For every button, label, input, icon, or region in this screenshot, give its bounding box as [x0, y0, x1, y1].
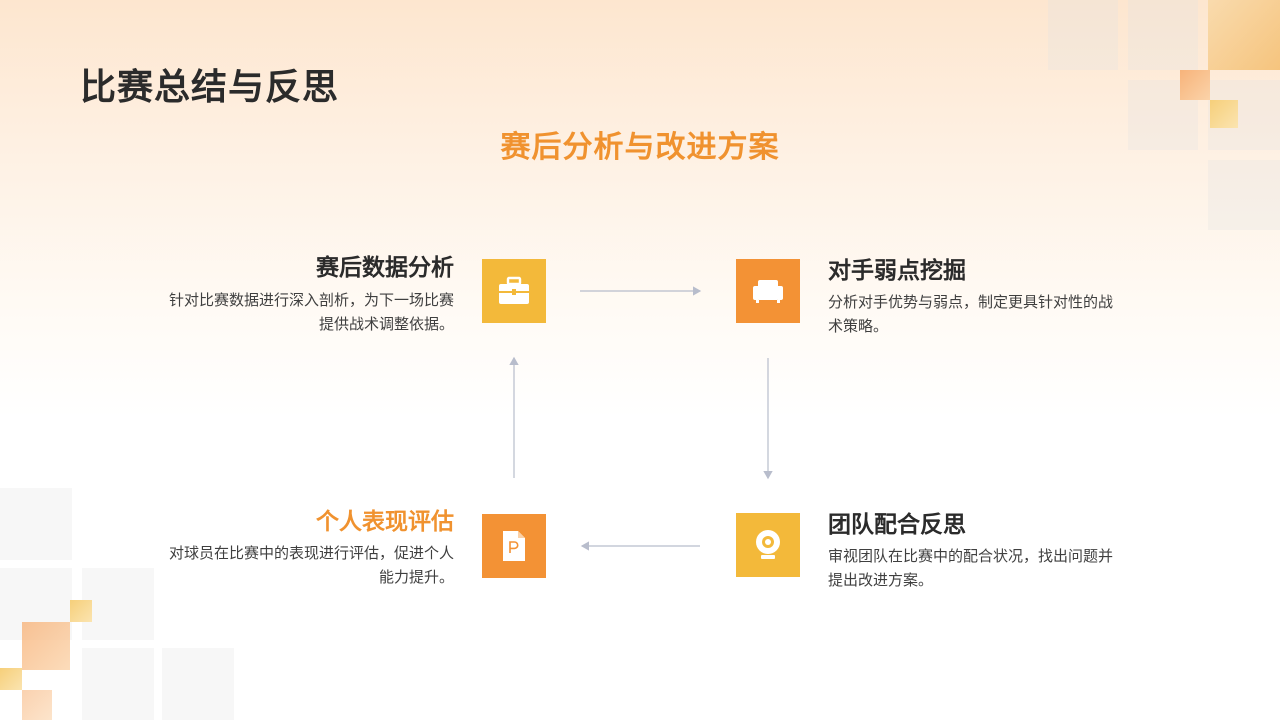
step-box-personal-evaluation	[482, 514, 546, 578]
decor-tile	[1180, 70, 1210, 100]
step-desc-team-reflection: 审视团队在比赛中的配合状况，找出问题并 提出改进方案。	[828, 544, 1113, 592]
step-title-team-reflection: 团队配合反思	[828, 512, 966, 538]
decor-tile	[1048, 0, 1118, 70]
decor-tile	[22, 622, 70, 670]
briefcase-icon	[499, 276, 529, 304]
step-desc-data-analysis: 针对比赛数据进行深入剖析，为下一场比赛 提供战术调整依据。	[169, 288, 454, 336]
step-box-data-analysis	[482, 259, 546, 323]
desc-line: 对球员在比赛中的表现进行评估，促进个人	[168, 544, 454, 562]
desc-line: 提出改进方案。	[828, 571, 934, 589]
document-p-icon	[503, 531, 525, 561]
decor-tile	[1208, 0, 1280, 70]
decor-tile	[22, 690, 52, 720]
step-title-opponent-weakness: 对手弱点挖掘	[828, 258, 966, 284]
decor-tile	[70, 600, 92, 622]
decor-tile	[1208, 160, 1280, 230]
step-box-opponent-weakness	[736, 259, 800, 323]
page-title: 比赛总结与反思	[80, 67, 340, 108]
webcam-icon	[756, 530, 780, 559]
step-title-personal-evaluation: 个人表现评估	[316, 509, 454, 535]
decor-tile	[1210, 100, 1238, 128]
desc-line: 术策略。	[828, 317, 889, 335]
page-subtitle: 赛后分析与改进方案	[500, 130, 780, 165]
sofa-icon	[753, 280, 783, 303]
decor-tile	[0, 488, 72, 560]
desc-line: 能力提升。	[378, 568, 454, 586]
step-title-data-analysis: 赛后数据分析	[316, 255, 454, 281]
desc-line: 审视团队在比赛中的配合状况，找出问题并	[828, 547, 1114, 565]
step-desc-opponent-weakness: 分析对手优势与弱点，制定更具针对性的战 术策略。	[828, 290, 1113, 338]
decor-tile	[1128, 0, 1198, 70]
desc-line: 提供战术调整依据。	[318, 315, 454, 333]
step-box-team-reflection	[736, 513, 800, 577]
desc-line: 针对比赛数据进行深入剖析，为下一场比赛	[168, 291, 454, 309]
decor-tile	[82, 648, 154, 720]
decor-tile	[0, 668, 22, 690]
step-desc-personal-evaluation: 对球员在比赛中的表现进行评估，促进个人 能力提升。	[169, 541, 454, 589]
decor-tile	[162, 648, 234, 720]
desc-line: 分析对手优势与弱点，制定更具针对性的战	[828, 293, 1114, 311]
decor-tile	[82, 568, 154, 640]
